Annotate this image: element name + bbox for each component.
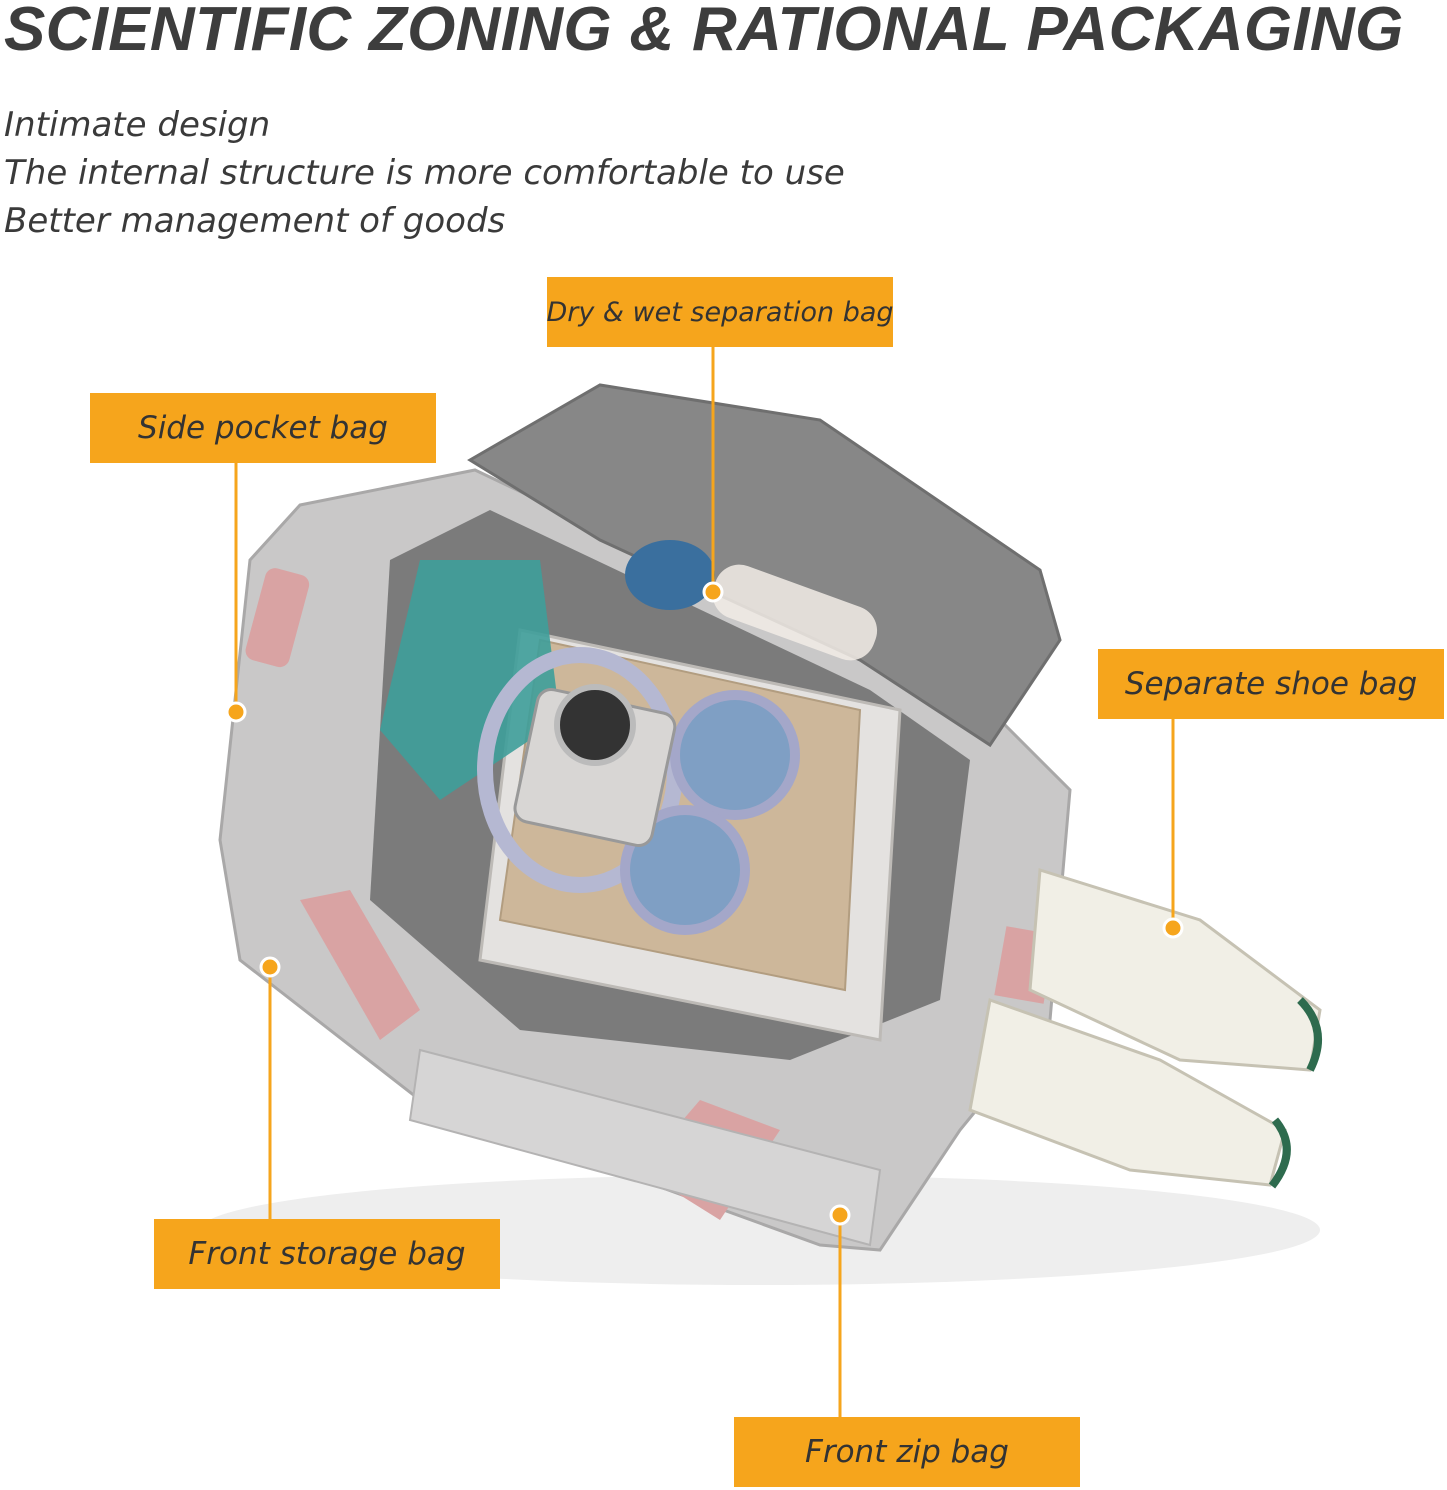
carry-handle-left (300, 890, 420, 1040)
anchor-dot-front-zip (829, 1204, 851, 1226)
side-handle (245, 568, 310, 668)
subtitle-line-3: Better management of goods (4, 201, 506, 241)
label-front-storage-bag: Front storage bag (154, 1219, 500, 1289)
label-side-pocket-bag: Side pocket bag (90, 393, 436, 463)
anchor-dot-shoe-bag (1162, 917, 1184, 939)
sneaker-heel-lower (1268, 1117, 1291, 1189)
headphone-cup-upper (670, 690, 800, 820)
anchor-dot-dry-wet (702, 581, 724, 603)
page-title: SCIENTIFIC ZONING & RATIONAL PACKAGING (4, 0, 1404, 64)
toiletry-bottles (712, 564, 878, 661)
towel (625, 540, 715, 610)
subtitle-line-1: Intimate design (4, 105, 271, 145)
label-separate-shoe-bag: Separate shoe bag (1098, 649, 1444, 719)
sneaker-lower (968, 997, 1287, 1187)
label-front-zip-bag: Front zip bag (734, 1417, 1080, 1487)
camera-lens (554, 684, 636, 766)
subtitle-line-2: The internal structure is more comfortab… (4, 153, 845, 193)
headphone-cup-lower (620, 805, 750, 935)
anchor-dot-side-pocket (225, 701, 247, 723)
water-bottle (380, 560, 560, 800)
anchor-dot-front-storage (259, 956, 281, 978)
front-pocket (408, 1048, 882, 1247)
sneaker-heel-upper (1297, 997, 1322, 1072)
label-dry-wet-separation-bag: Dry & wet separation bag (546, 277, 894, 347)
